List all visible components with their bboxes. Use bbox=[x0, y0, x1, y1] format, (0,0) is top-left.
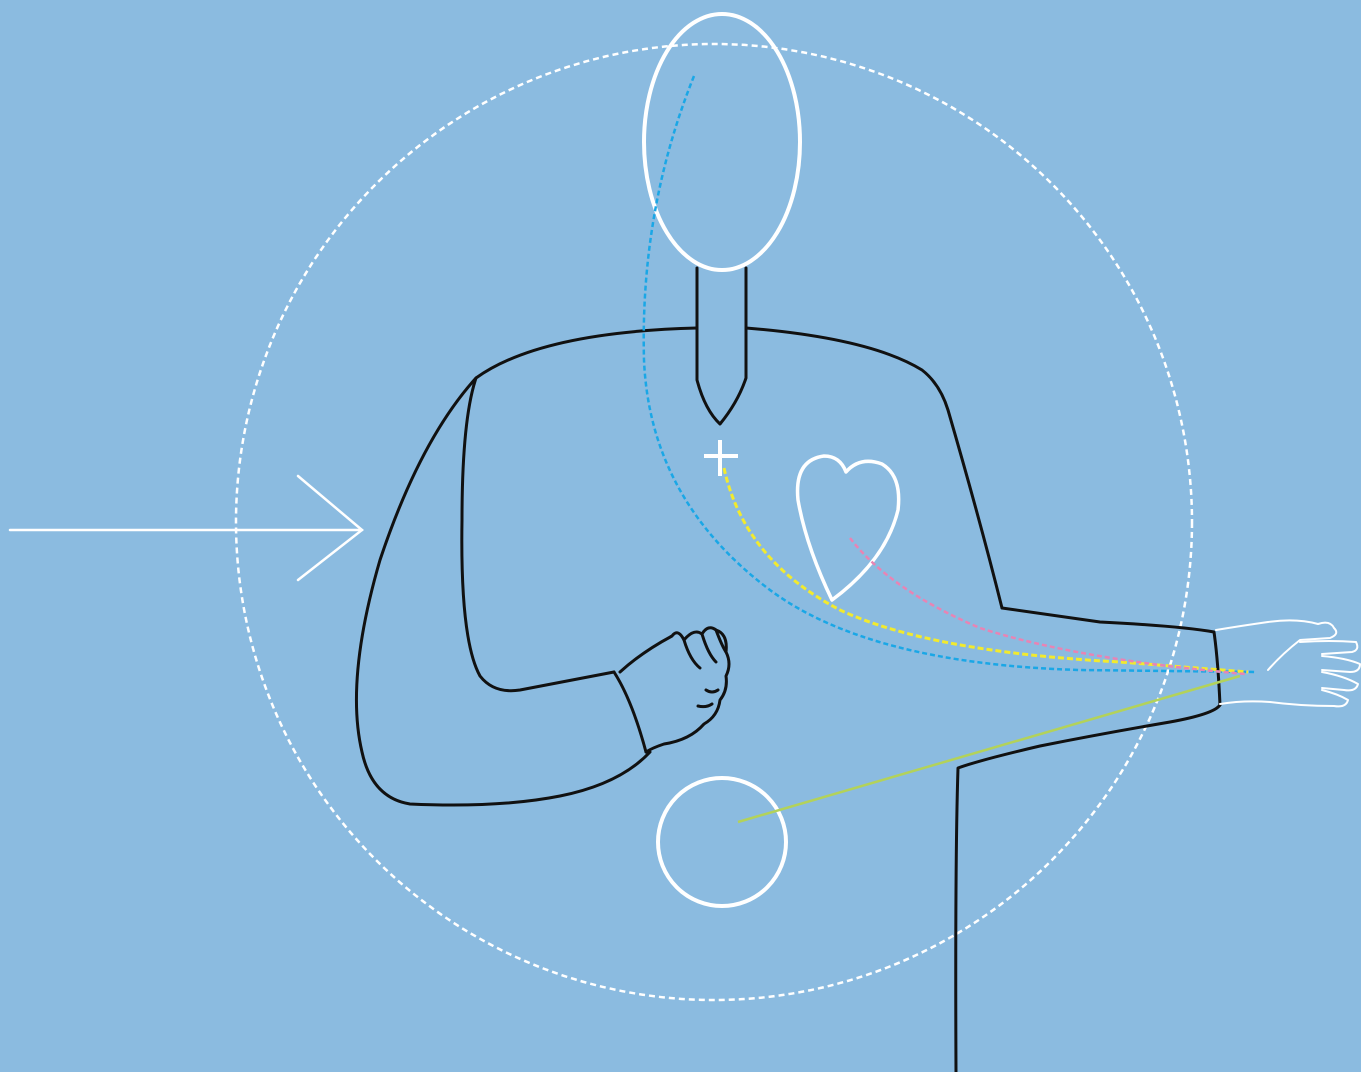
background bbox=[0, 0, 1361, 1072]
illustration-canvas bbox=[0, 0, 1361, 1072]
figure-illustration bbox=[0, 0, 1361, 1072]
